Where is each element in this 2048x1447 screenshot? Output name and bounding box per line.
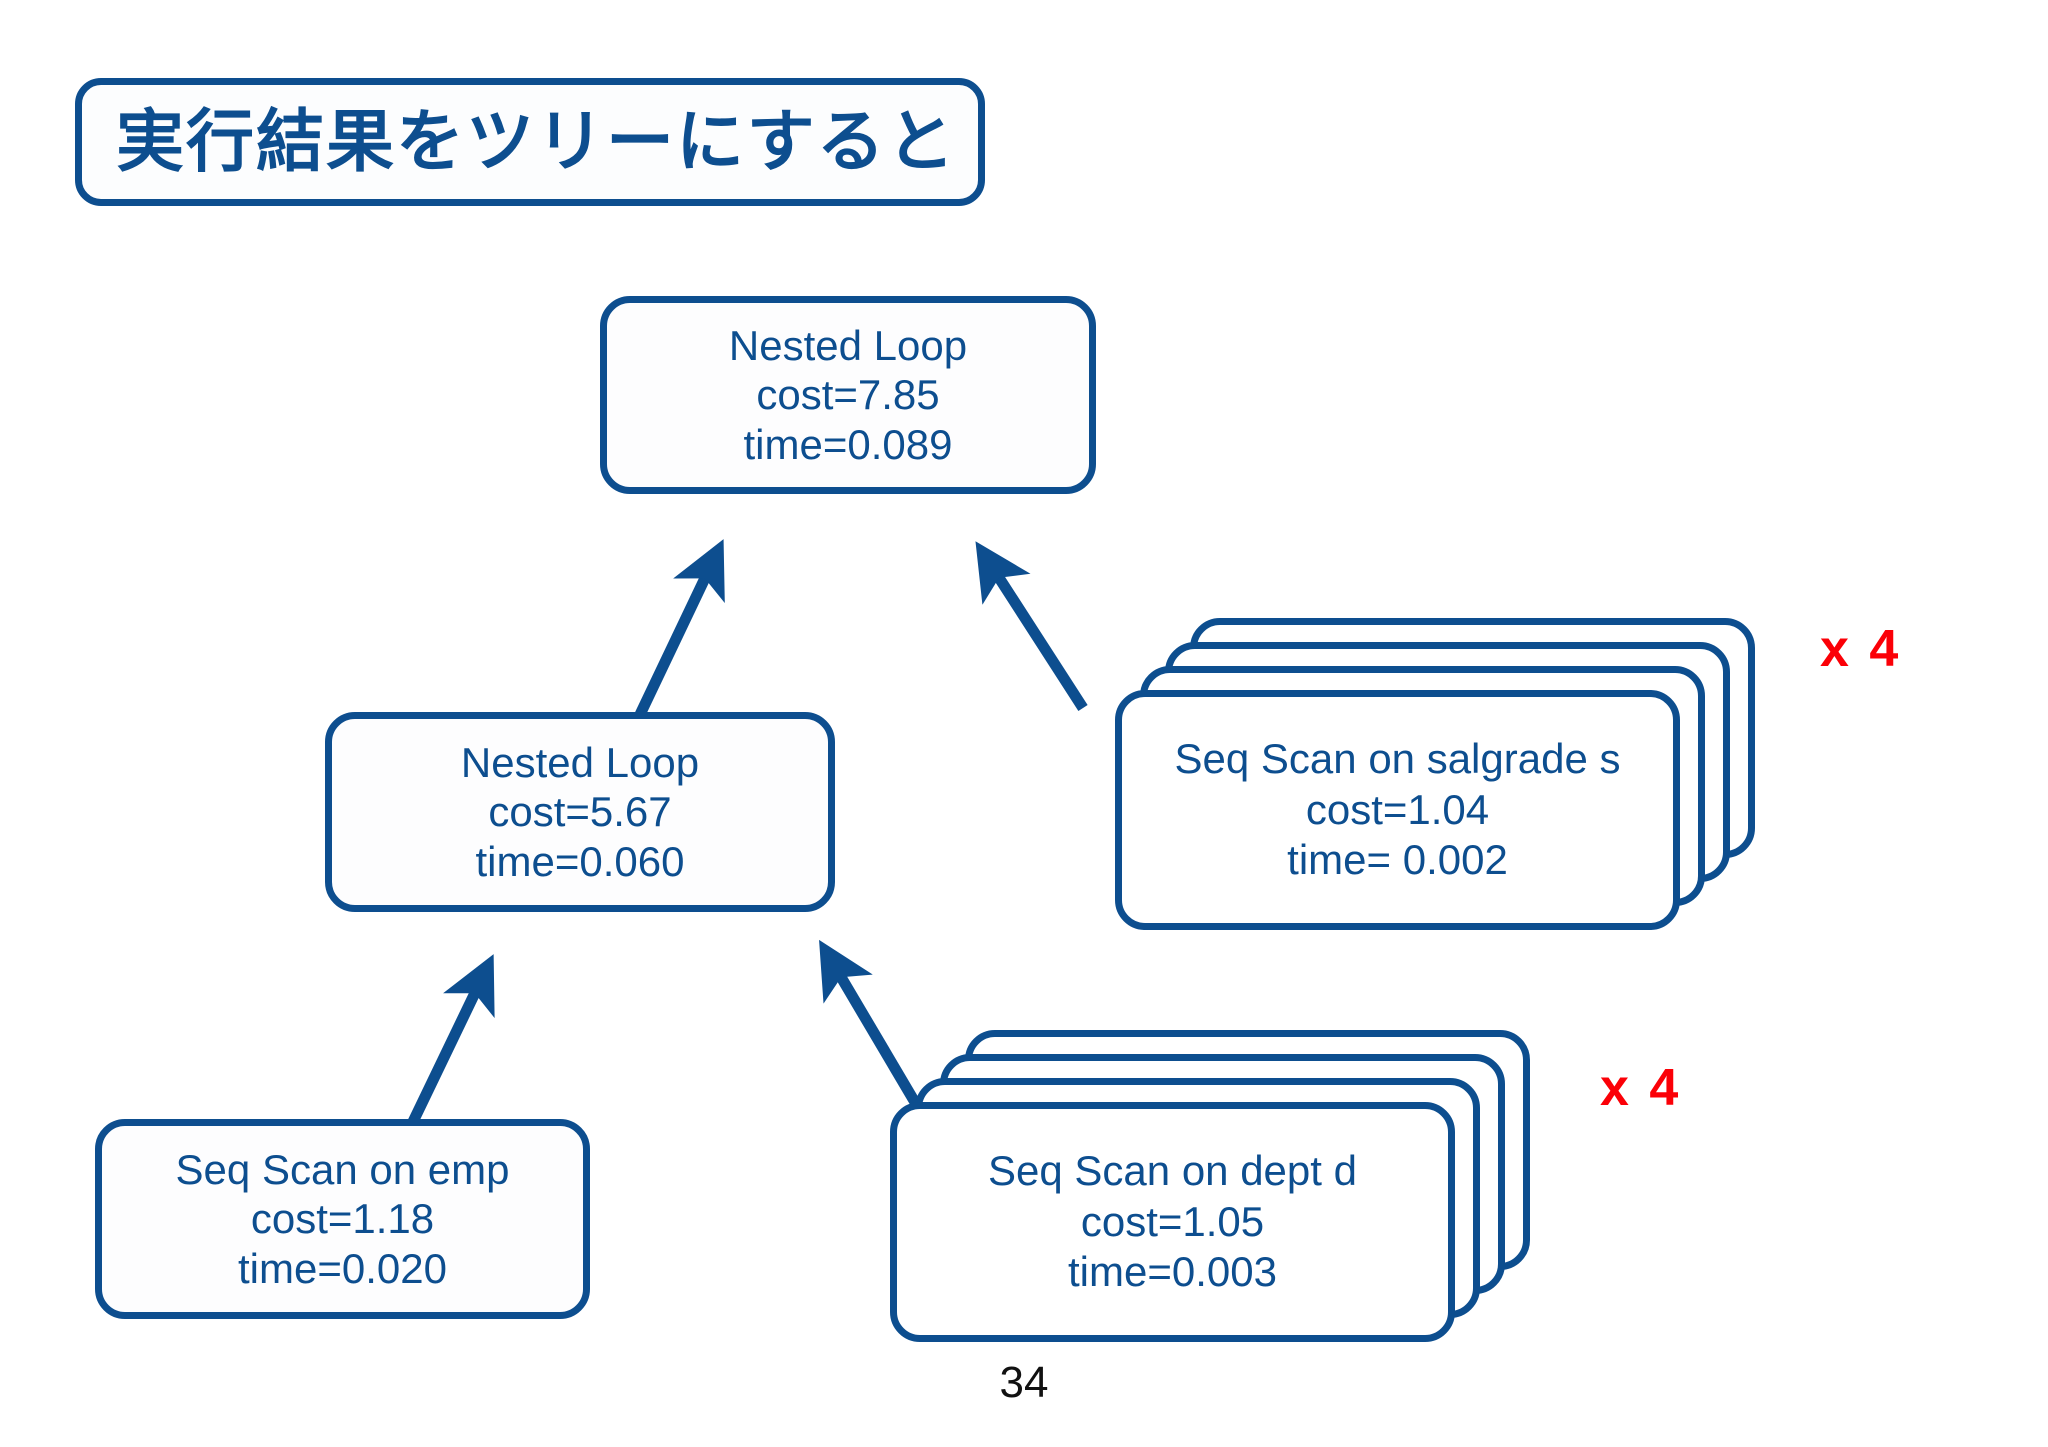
node-salgrade-time: time= 0.002 xyxy=(1287,836,1508,884)
node-salgrade-name: Seq Scan on salgrade s xyxy=(1174,735,1621,783)
node-stack-dept[interactable]: Seq Scan on dept d cost=1.05 time=0.003 xyxy=(890,1030,1530,1342)
slide-title-box: 実行結果をツリーにすると xyxy=(75,78,985,206)
node-inner-time: time=0.060 xyxy=(475,837,685,885)
node-stack-salgrade[interactable]: Seq Scan on salgrade s cost=1.04 time= 0… xyxy=(1115,618,1755,930)
multiplier-label-dept: x 4 xyxy=(1600,1059,1682,1117)
node-dept-cost: cost=1.05 xyxy=(1080,1197,1265,1245)
node-root-name: Nested Loop xyxy=(728,321,968,369)
node-nested-loop-inner[interactable]: Nested Loop cost=5.67 time=0.060 xyxy=(325,712,835,912)
node-root-cost: cost=7.85 xyxy=(756,371,940,419)
multiplier-label-salgrade: x 4 xyxy=(1820,620,1902,678)
node-seq-scan-emp[interactable]: Seq Scan on emp cost=1.18 time=0.020 xyxy=(95,1119,590,1319)
node-salgrade-cost: cost=1.04 xyxy=(1305,785,1490,833)
stack-card-front-salgrade[interactable]: Seq Scan on salgrade s cost=1.04 time= 0… xyxy=(1115,690,1680,930)
edge-salgrade-to-root xyxy=(975,541,1088,711)
node-emp-time: time=0.020 xyxy=(238,1244,447,1292)
edge-innerjoin-to-root xyxy=(631,539,725,726)
edge-emp-to-innerjoin xyxy=(405,954,495,1131)
node-nested-loop-root[interactable]: Nested Loop cost=7.85 time=0.089 xyxy=(600,296,1096,494)
node-inner-cost: cost=5.67 xyxy=(488,788,672,836)
node-dept-name: Seq Scan on dept d xyxy=(988,1147,1357,1195)
node-root-time: time=0.089 xyxy=(743,420,953,468)
node-dept-time: time=0.003 xyxy=(1068,1248,1277,1296)
stack-card-front-dept[interactable]: Seq Scan on dept d cost=1.05 time=0.003 xyxy=(890,1102,1455,1342)
page-number: 34 xyxy=(999,1358,1049,1407)
node-emp-cost: cost=1.18 xyxy=(250,1195,435,1243)
node-inner-name: Nested Loop xyxy=(460,738,700,786)
slide-title: 実行結果をツリーにすると xyxy=(116,104,957,180)
node-emp-name: Seq Scan on emp xyxy=(175,1145,510,1193)
